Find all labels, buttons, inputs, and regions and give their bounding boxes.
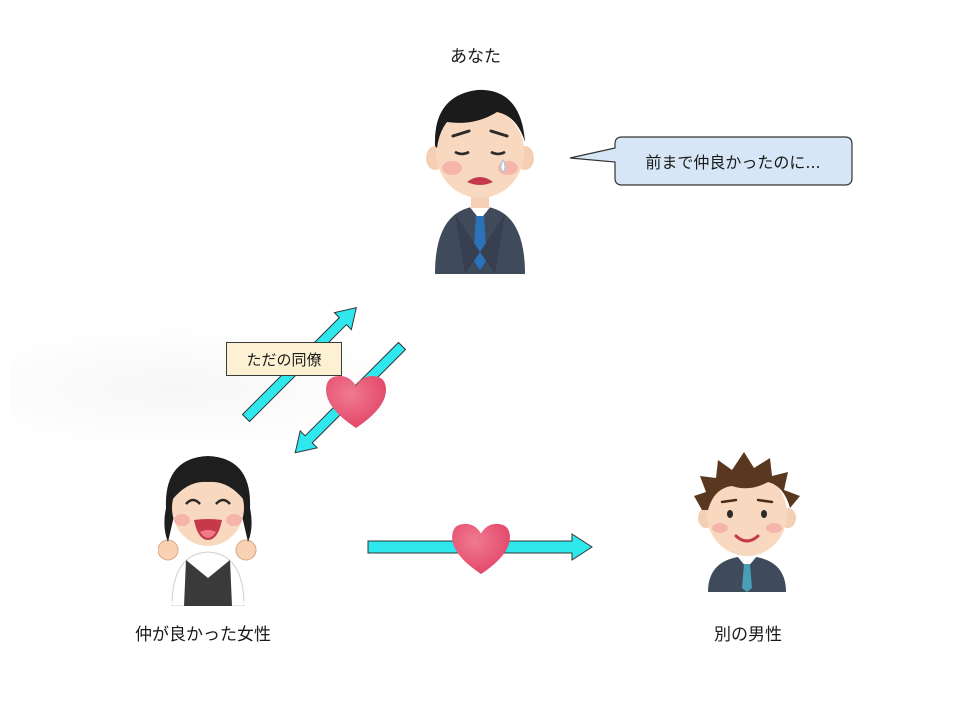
label-you: あなた (450, 47, 501, 67)
speech-bubble: 前まで仲良かったのに... (569, 136, 855, 188)
speech-bubble-text: 前まで仲良かったのに... (645, 153, 821, 172)
label-other-man: 別の男性 (714, 625, 782, 645)
happy-woman-icon (158, 456, 257, 606)
heart-icon (452, 523, 510, 575)
label-woman: 仲が良かった女性 (135, 625, 271, 645)
colleague-note: ただの同僚 (226, 342, 342, 376)
colleague-note-text: ただの同僚 (246, 350, 322, 369)
heart-icon (326, 376, 386, 428)
smiling-man-icon (694, 452, 800, 592)
sad-businessman-icon (426, 89, 534, 274)
